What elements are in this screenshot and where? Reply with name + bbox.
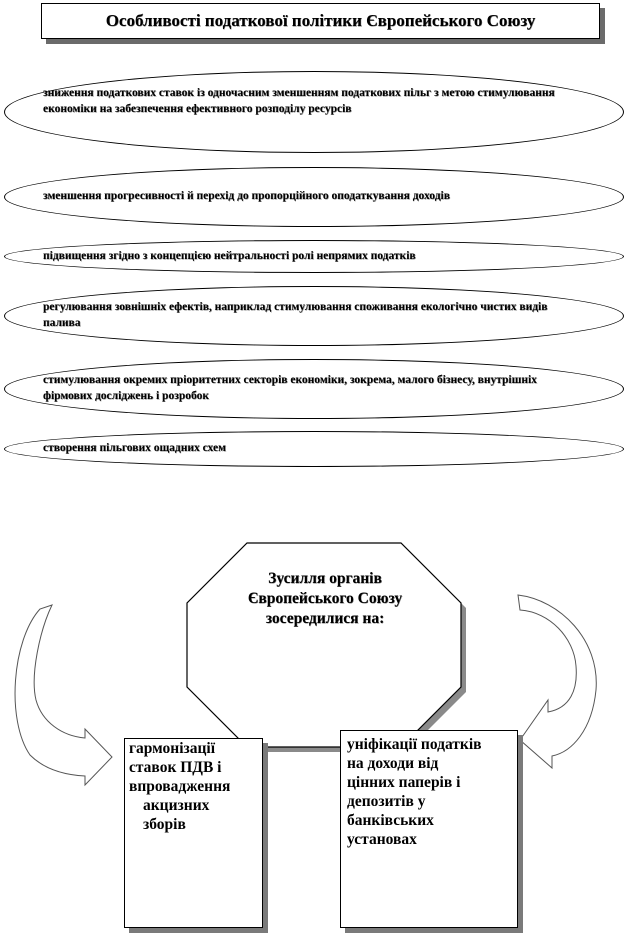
right-box: уніфікації податків на доходи від цінних… <box>340 730 518 928</box>
feature-oval-2: зменшення прогресивності й перехід до пр… <box>4 167 624 227</box>
left-box-line-2: ставок ПДВ і <box>129 758 222 776</box>
feature-oval-4: регулювання зовнішніх ефектів, наприклад… <box>4 286 624 346</box>
left-box-line-1: гармонізації <box>129 740 216 757</box>
feature-oval-3: підвищення згідно з концепцією нейтральн… <box>4 240 624 273</box>
feature-text-5: стимулювання окремих пріоритетних сектор… <box>43 374 537 402</box>
focus-title: Зусилля органів Європейського Союзу зосе… <box>205 569 445 629</box>
feature-oval-1: зниження податкових ставок із одночасним… <box>4 71 624 153</box>
right-curved-arrow <box>517 594 597 770</box>
feature-text-6: створення пільгових ощадних схем <box>43 442 226 455</box>
left-box-line-5: зборів <box>143 815 186 833</box>
right-box-line-1: уніфікації податків <box>347 736 482 753</box>
focus-title-line-3: зосередилися на: <box>265 610 385 628</box>
right-box-line-4: депозитів у <box>347 792 426 810</box>
feature-oval-5: стимулювання окремих пріоритетних сектор… <box>4 359 624 419</box>
feature-text-1: зниження податкових ставок із одночасним… <box>43 87 555 115</box>
right-box-line-5: банківських <box>347 811 434 829</box>
focus-title-line-1: Зусилля органів <box>268 570 382 587</box>
diagram-title: Особливості податкової політики Європейс… <box>41 3 600 39</box>
feature-text-4: регулювання зовнішніх ефектів, наприклад… <box>43 301 548 329</box>
feature-oval-6: створення пільгових ощадних схем <box>4 431 624 467</box>
right-box-line-2: на доходи від <box>347 754 439 772</box>
left-box-line-3: впровадження <box>129 777 231 795</box>
left-box: гармонізації ставок ПДВ і впровадження а… <box>124 738 263 928</box>
right-box-line-3: цінних паперів і <box>347 773 461 791</box>
feature-text-2: зменшення прогресивності й перехід до пр… <box>43 190 450 203</box>
left-box-line-4: акцизних <box>143 796 210 814</box>
feature-text-3: підвищення згідно з концепцією нейтральн… <box>43 249 416 262</box>
focus-title-line-2: Європейського Союзу <box>247 590 403 608</box>
right-box-line-6: установах <box>347 830 417 848</box>
left-curved-arrow <box>14 604 113 787</box>
